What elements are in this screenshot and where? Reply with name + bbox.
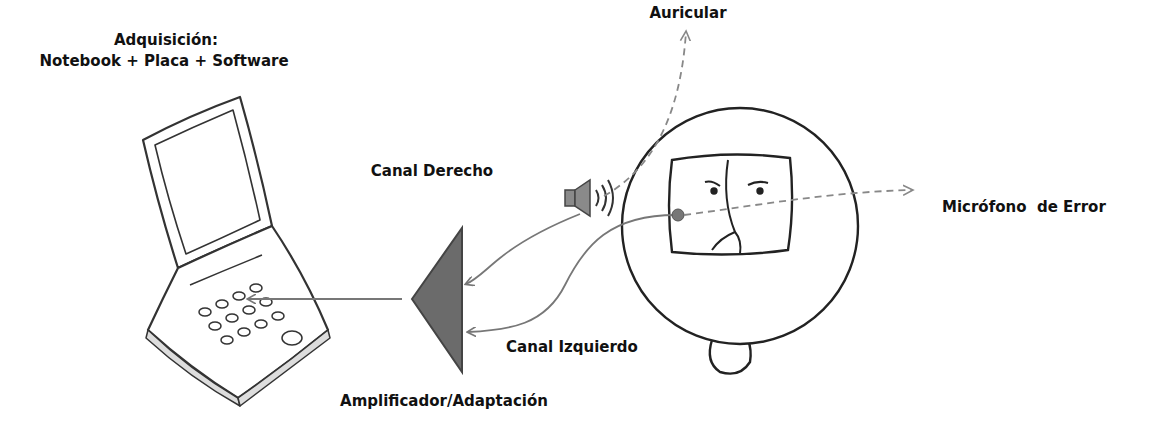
speaker-symbol <box>565 180 613 216</box>
leader-line <box>604 32 686 196</box>
label: Micrófono de Error <box>940 198 1108 216</box>
amplifier-symbol <box>412 228 462 372</box>
label: Notebook + Placa + Software <box>37 52 290 70</box>
label: Amplificador/Adaptación <box>338 392 550 410</box>
laptop <box>143 97 330 406</box>
label: Canal Derecho <box>369 162 495 180</box>
label: Canal Izquierdo <box>504 338 640 356</box>
leader-line <box>684 190 912 215</box>
label: Auricular <box>647 4 728 22</box>
keyboard-keys <box>199 284 302 345</box>
label: Adquisición: <box>112 31 220 49</box>
error-microphone <box>672 209 684 221</box>
data-arrow <box>248 298 402 300</box>
left-channel-wire <box>468 215 676 332</box>
right-channel-wire <box>466 214 580 284</box>
head <box>622 108 858 374</box>
